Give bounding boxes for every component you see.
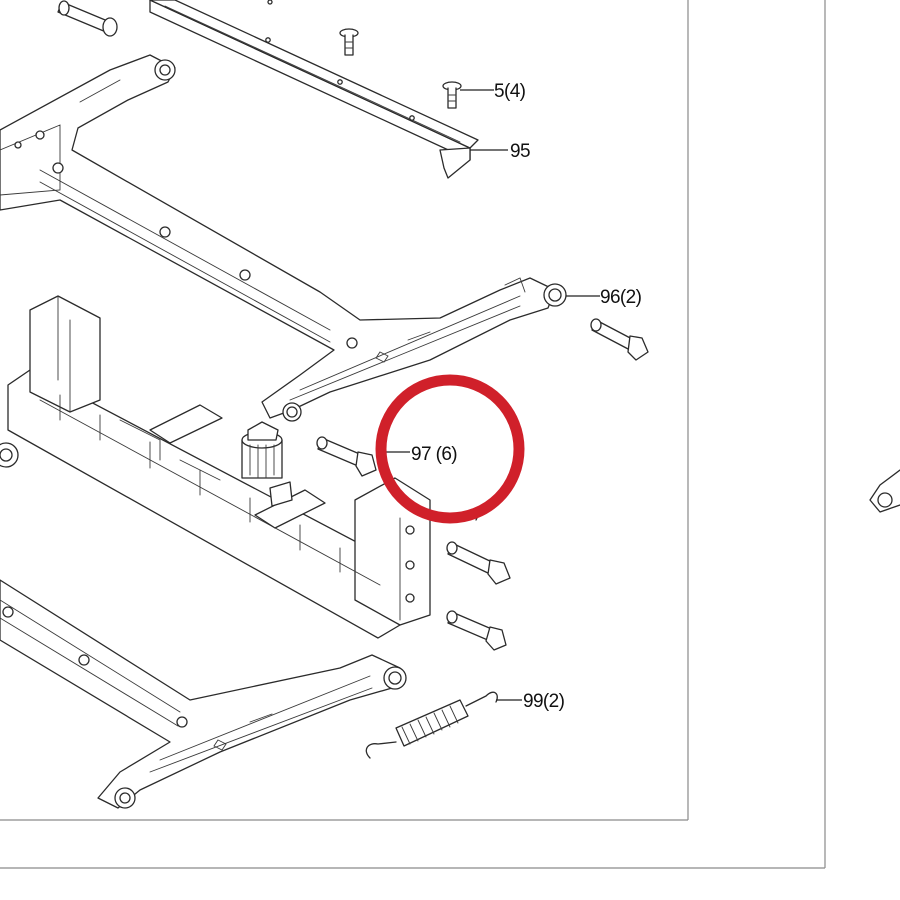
part-label-96: 96(2)	[600, 287, 642, 308]
lower-frame-part	[0, 579, 407, 809]
spring-part-99	[365, 691, 498, 759]
page-frame	[0, 0, 826, 869]
rail-part-95	[149, 0, 479, 179]
part-label-99: 99(2)	[523, 691, 565, 712]
right-edge-part	[869, 469, 900, 513]
pin-part-96	[590, 318, 649, 361]
part-label-95: 95	[510, 141, 530, 162]
screw-part	[442, 81, 462, 109]
left-edge-part	[0, 442, 19, 468]
screw-part	[339, 28, 359, 56]
pin-part-97	[316, 436, 377, 477]
pin-part-97	[446, 541, 511, 585]
part-label-97: 97 (6)	[411, 444, 457, 465]
top-pin-part	[57, 0, 118, 37]
part-label-5: 5(4)	[494, 81, 526, 102]
pin-part-97	[446, 610, 507, 651]
leader-lines	[376, 89, 600, 701]
central-bracket-part	[7, 295, 431, 639]
highlight-circle	[375, 374, 525, 524]
upper-frame-part	[0, 54, 567, 422]
